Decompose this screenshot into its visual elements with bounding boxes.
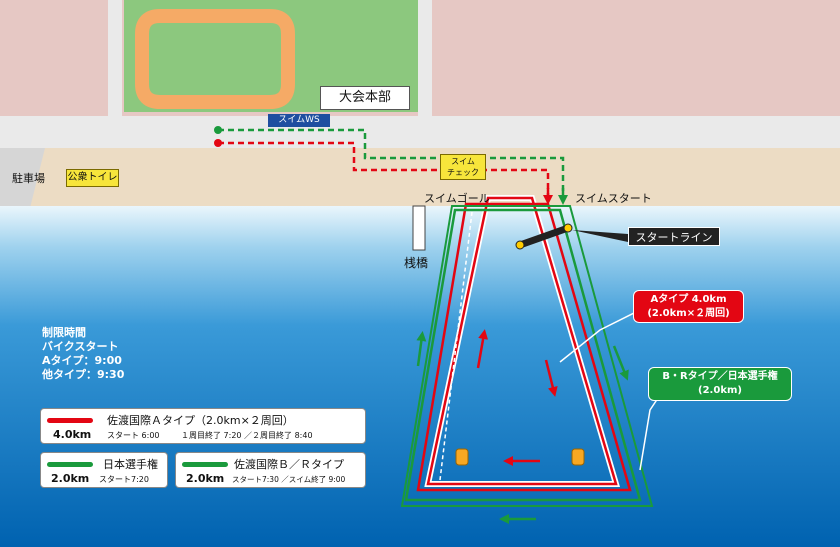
green-transition-route [218, 128, 565, 196]
running-track [135, 9, 295, 109]
time-limit-title: 制限時間 [42, 326, 86, 339]
a-course-inner [426, 196, 618, 486]
hq-label: 大会本部 [320, 86, 410, 110]
swim-ws-label: スイムWS [268, 114, 330, 127]
parking-label: 駐車場 [12, 172, 45, 185]
red-down-arrow-course [544, 359, 558, 397]
goal-guide-line [439, 211, 473, 481]
green-route-dot [214, 126, 222, 134]
pier-label: 桟橋 [404, 256, 429, 270]
legend-sado-a-distance: 4.0km [53, 428, 92, 441]
red-route-dot [214, 139, 222, 147]
a-course-outer [416, 202, 632, 492]
legend-sado-a-name: 佐渡国際Ａタイプ（2.0km×２周回） [107, 414, 294, 427]
legend-japan-champ-distance: 2.0km [51, 472, 90, 485]
buoy-right [571, 448, 585, 466]
swim-check-line2: チェック [447, 168, 479, 177]
time-limit-block: 制限時間 バイクスタート Aタイプ：9:00 他タイプ：9:30 [42, 326, 124, 382]
br-type-line1: B・Rタイプ／日本選手権 [662, 371, 778, 382]
red-up-arrow [476, 329, 489, 369]
legend-green-bar-2 [182, 462, 228, 467]
legend-green-bar-1 [47, 462, 93, 467]
a-type-line2: (2.0km×２周回) [647, 308, 730, 319]
legend-japan-champ: 日本選手権 2.0km スタート7:20 [40, 452, 168, 488]
legend-sado-br-name: 佐渡国際Ｂ／Ｒタイプ [234, 458, 344, 471]
time-limit-bike-start: バイクスタート [42, 340, 119, 353]
red-transition-route [218, 141, 550, 196]
br-course-outer [400, 205, 654, 507]
legend-sado-br-distance: 2.0km [186, 472, 225, 485]
start-line-bar [516, 224, 572, 249]
toilet-label: 公衆トイレ [66, 169, 119, 187]
start-line-pointer [572, 230, 628, 242]
green-up-arrow [416, 331, 427, 367]
legend-sado-a-laps: １周目終了 7:20 ／２周目終了 8:40 [181, 431, 313, 440]
road-main [0, 116, 840, 150]
start-buoy-left [515, 240, 525, 250]
swim-goal-label: スイムゴール [424, 192, 490, 205]
road-right [418, 0, 432, 118]
legend-red-bar [47, 418, 93, 423]
legend-japan-champ-start: スタート7:20 [99, 475, 149, 484]
br-course [404, 208, 642, 502]
a-callout-line [559, 309, 641, 363]
road-left [108, 0, 122, 118]
swim-check-box: スイム チェック [440, 154, 486, 180]
start-line-label: スタートライン [628, 227, 720, 246]
buoy-left [455, 448, 469, 466]
parking-area [0, 148, 45, 208]
time-limit-a-type: Aタイプ：9:00 [42, 354, 122, 367]
time-limit-other-type: 他タイプ：9:30 [42, 368, 125, 381]
legend-sado-a-start: スタート 6:00 [107, 431, 160, 440]
green-down-arrow-course [612, 345, 629, 381]
legend-sado-br-start: スタート7:30 ／スイム終了 9:00 [232, 475, 346, 484]
a-type-line1: Aタイプ 4.0km [650, 294, 727, 305]
legend-sado-a: 佐渡国際Ａタイプ（2.0km×２周回） 4.0km スタート 6:00 １周目終… [40, 408, 366, 444]
swim-check-line1: スイム [451, 157, 475, 166]
swim-start-label: スイムスタート [575, 192, 652, 205]
legend-sado-br: 佐渡国際Ｂ／Ｒタイプ 2.0km スタート7:30 ／スイム終了 9:00 [175, 452, 366, 488]
pier [412, 205, 426, 251]
a-type-callout: Aタイプ 4.0km (2.0km×２周回) [633, 290, 744, 323]
br-type-callout: B・Rタイプ／日本選手権 (2.0km) [648, 367, 792, 401]
start-buoy-right [563, 223, 573, 233]
legend-japan-champ-name: 日本選手権 [103, 458, 158, 471]
br-type-line2: (2.0km) [698, 385, 742, 396]
